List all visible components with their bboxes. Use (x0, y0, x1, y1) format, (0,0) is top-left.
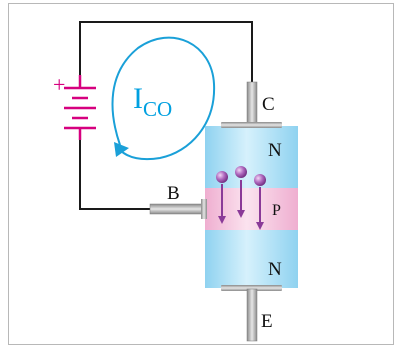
figure-frame (8, 3, 394, 345)
current-loop-arrow (111, 36, 216, 161)
circuit-wire-base (79, 140, 152, 210)
carrier-arrows (218, 180, 264, 230)
region-label-p: P (272, 202, 281, 219)
battery-icon (64, 75, 96, 140)
emitter-lead (246, 288, 258, 342)
collector-contact (221, 122, 282, 128)
current-label-main: I (133, 82, 143, 115)
collector-label: C (262, 94, 275, 115)
emitter-label: E (261, 311, 273, 332)
n-region-emitter (205, 230, 298, 288)
circuit-wire (79, 21, 253, 100)
current-label-subscript: CO (143, 97, 172, 121)
collector-lead (246, 81, 258, 129)
region-label-n-bottom: N (268, 259, 282, 280)
battery-plus-label: + (53, 72, 65, 97)
current-label: ICO (133, 82, 172, 121)
region-label-n-top: N (268, 140, 282, 161)
carrier-sphere-icon (254, 174, 266, 186)
base-lead (149, 203, 207, 215)
carrier-sphere-icon (235, 166, 247, 178)
base-label: B (167, 183, 180, 204)
carrier-sphere-icon (216, 171, 228, 183)
base-contact (201, 199, 207, 219)
emitter-contact (221, 285, 282, 291)
current-loop-arrowhead (114, 142, 129, 157)
p-region-base (205, 188, 298, 230)
